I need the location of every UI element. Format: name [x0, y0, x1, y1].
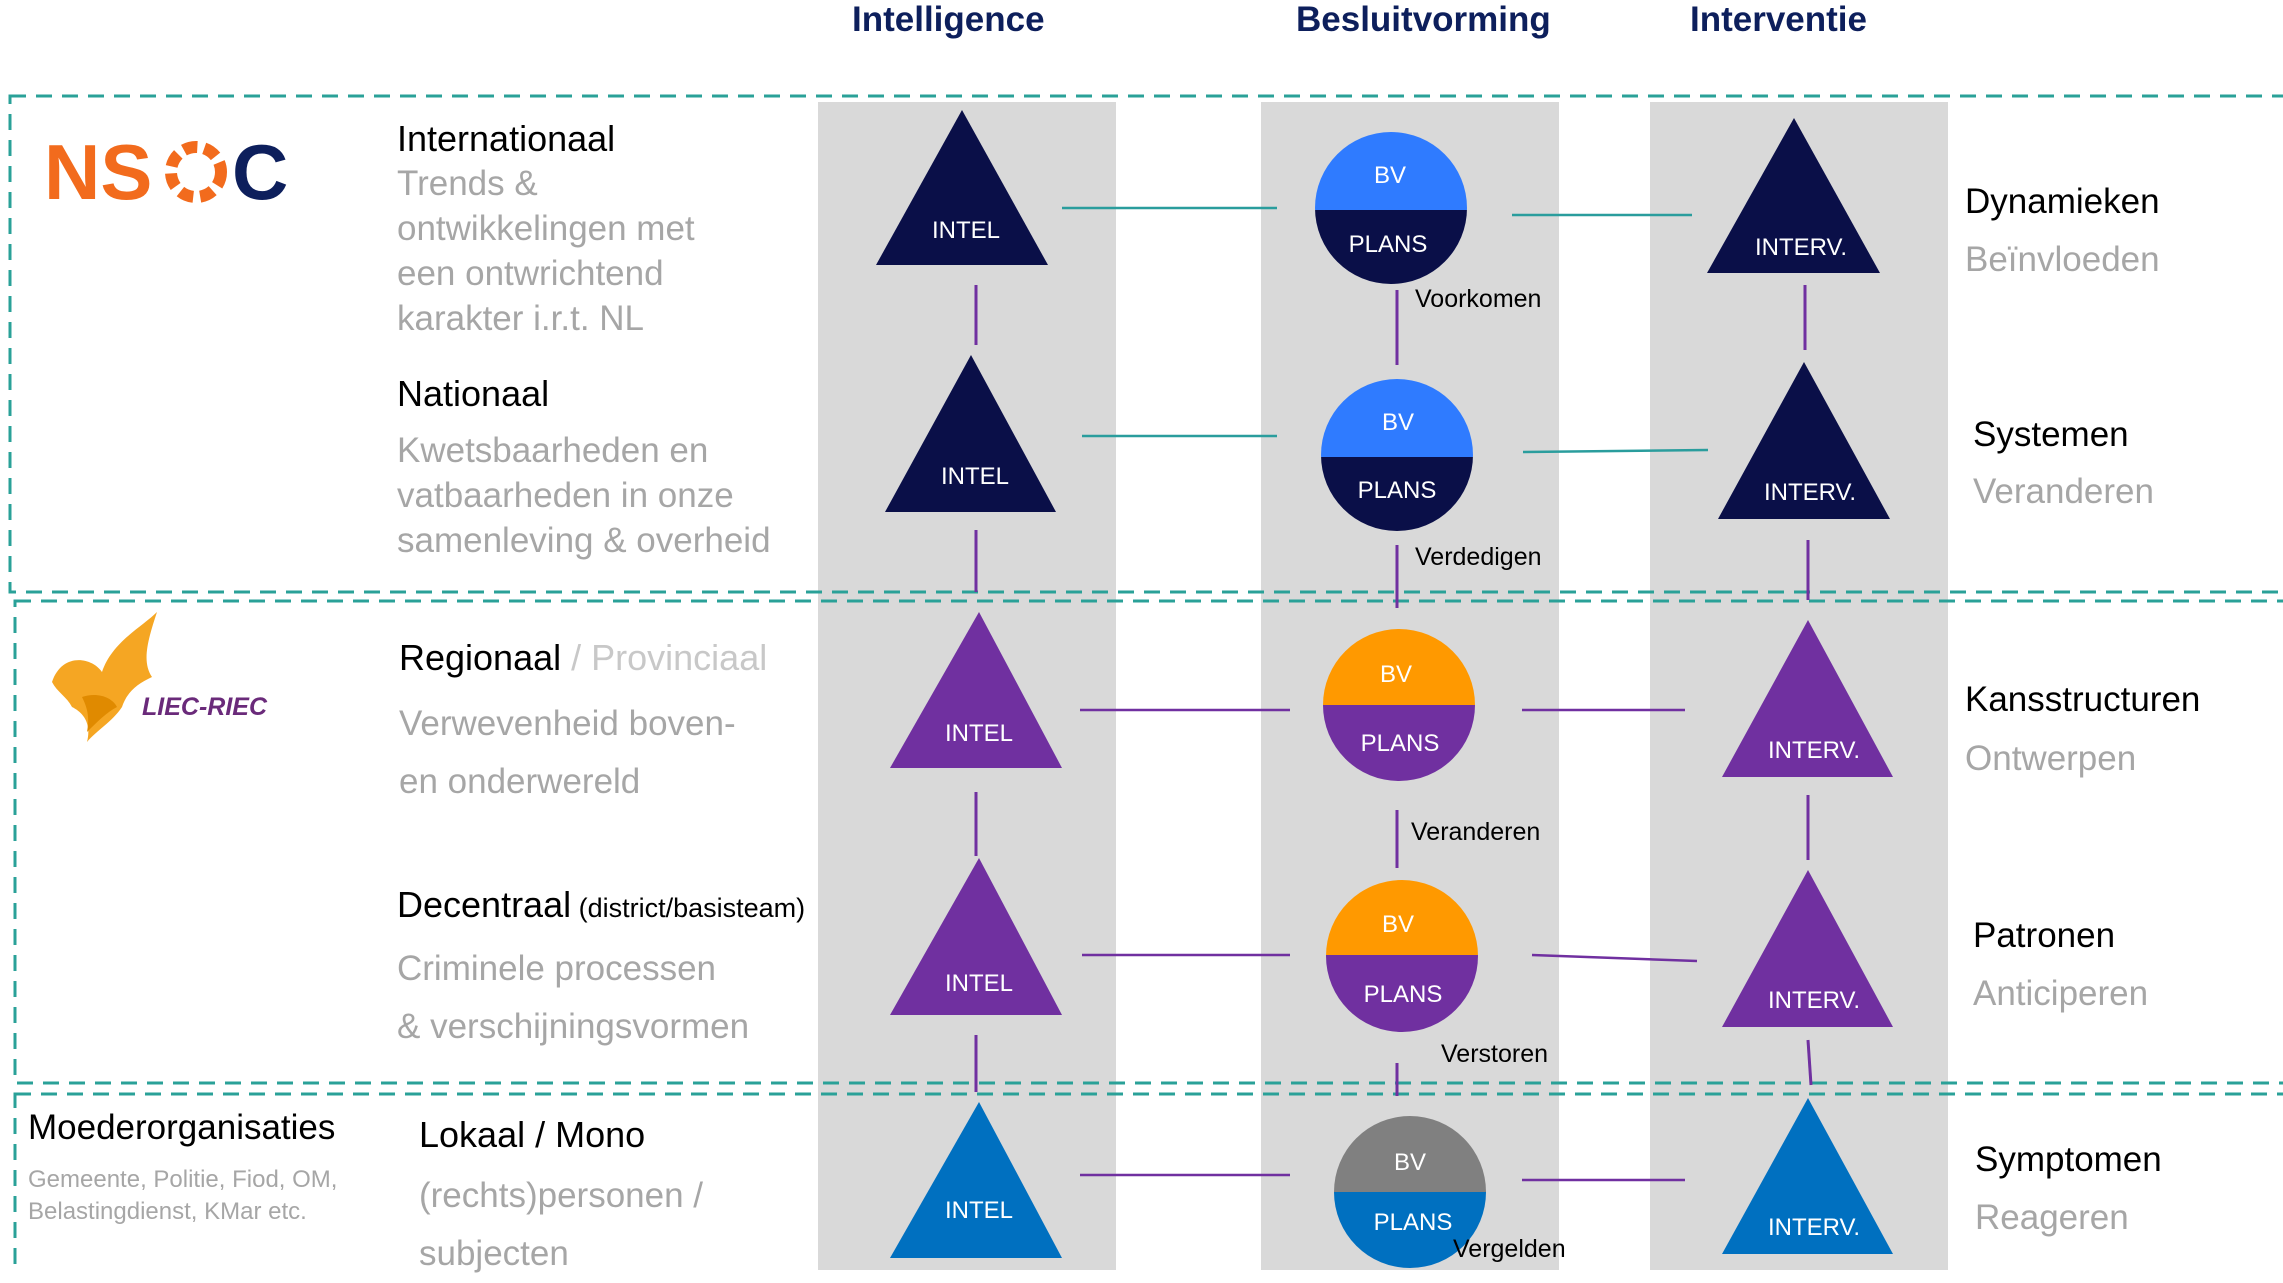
vertical-connectors: [974, 285, 1813, 1096]
level-title-internationaal: Internationaal: [397, 118, 616, 159]
outcome-title-patronen: Patronen: [1973, 916, 2116, 955]
intel-triangle-nationaal: [885, 355, 1056, 512]
plans-label: PLANS: [1364, 981, 1443, 1008]
intel-triangles: [876, 110, 1062, 1258]
level-title-decentraal-main: Decentraal: [397, 884, 572, 925]
outcome-sub-reageren: Reageren: [1975, 1198, 2129, 1237]
bv-plans-circle-nationaal: [1321, 379, 1473, 531]
level-title-regionaal-extra: / Provinciaal: [561, 637, 768, 678]
level-desc-moederorganisaties: Gemeente, Politie, Fiod, OM, Belastingdi…: [28, 1166, 338, 1225]
interv-triangle-decentraal: [1722, 870, 1893, 1027]
intel-label: INTEL: [945, 970, 1013, 997]
outcome-sub-anticiperen: Anticiperen: [1973, 974, 2149, 1013]
level-title-decentraal-extra: (district/basisteam): [571, 893, 806, 923]
interv-triangle-lokaal: [1722, 1098, 1893, 1254]
column-header-interventie: Interventie: [1690, 0, 1867, 39]
intel-label: INTEL: [941, 463, 1009, 490]
level-title-moederorganisaties: Moederorganisaties: [28, 1108, 336, 1147]
interv-label: INTERV.: [1764, 479, 1856, 506]
interv-triangle-internationaal: [1707, 118, 1880, 273]
level-desc-regionaal: Verwevenheid boven- en onderwereld: [399, 704, 736, 801]
interv-label: INTERV.: [1768, 1214, 1860, 1241]
plans-label: PLANS: [1349, 231, 1428, 258]
plans-label: PLANS: [1374, 1209, 1453, 1236]
eagle-icon: LIEC-RIEC: [52, 612, 268, 742]
svg-text:C: C: [232, 132, 288, 212]
bv-plans-circle-internationaal: [1315, 132, 1467, 284]
plans-label: PLANS: [1358, 477, 1437, 504]
nsoc-logo-graphic: NS C: [44, 128, 288, 216]
level-desc-internationaal: Trends & ontwikkelingen met een ontwrich…: [397, 164, 695, 338]
liec-riec-logo: LIEC-RIEC: [42, 612, 282, 752]
interv-labels: INTERV. INTERV. INTERV. INTERV. INTERV.: [1755, 234, 1860, 1241]
level-title-nationaal: Nationaal: [397, 373, 550, 414]
interv-triangles: [1707, 118, 1893, 1254]
bv-label: BV: [1380, 661, 1412, 688]
bv-label: BV: [1382, 911, 1414, 938]
outcome-title-dynamieken: Dynamieken: [1965, 182, 2160, 221]
svg-text:NS: NS: [44, 132, 152, 212]
interv-label: INTERV.: [1768, 987, 1860, 1014]
interv-triangle-regionaal: [1722, 620, 1893, 777]
verb-verstoren: Verstoren: [1441, 1040, 1549, 1068]
group-box-moeder: [13, 1092, 2283, 1270]
column-header-intelligence: Intelligence: [852, 0, 1045, 39]
intel-labels: INTEL INTEL INTEL INTEL INTEL: [932, 217, 1013, 1224]
column-header-besluitvorming: Besluitvorming: [1296, 0, 1551, 39]
group-box-liec-riec: [13, 599, 2283, 1085]
intel-triangle-internationaal: [876, 110, 1048, 265]
bv-plans-circle-decentraal: [1326, 880, 1478, 1032]
outcome-title-symptomen: Symptomen: [1975, 1140, 2162, 1179]
outcome-title-systemen: Systemen: [1973, 415, 2129, 454]
verb-verdedigen: Verdedigen: [1415, 543, 1542, 571]
level-title-regionaal: Regionaal / Provinciaal: [399, 637, 767, 679]
level-title-regionaal-main: Regionaal: [399, 637, 562, 678]
nsoc-logo: NS C: [44, 128, 294, 216]
level-desc-lokaal: (rechts)personen / subjecten: [419, 1176, 704, 1273]
interv-label: INTERV.: [1755, 234, 1847, 261]
intel-triangle-lokaal: [890, 1102, 1062, 1258]
level-desc-nationaal: Kwetsbaarheden en vatbaarheden in onze s…: [397, 431, 771, 560]
level-desc-decentraal: Criminele processen & verschijningsvorme…: [397, 949, 750, 1046]
group-box-nsoc: [8, 94, 2283, 594]
bv-label: BV: [1394, 1149, 1426, 1176]
verb-voorkomen: Voorkomen: [1415, 285, 1542, 313]
horizontal-connectors: [1062, 206, 1709, 1182]
bv-plans-circle-regionaal: [1323, 629, 1475, 781]
outcome-sub-ontwerpen: Ontwerpen: [1965, 739, 2137, 778]
intel-label: INTEL: [932, 217, 1000, 244]
intel-triangle-regionaal: [890, 612, 1062, 768]
outcome-title-kansstructuren: Kansstructuren: [1965, 680, 2201, 719]
plans-label: PLANS: [1361, 730, 1440, 757]
intel-label: INTEL: [945, 1197, 1013, 1224]
outcome-sub-veranderen: Veranderen: [1973, 472, 2154, 511]
intel-triangle-decentraal: [890, 858, 1062, 1015]
bv-label: BV: [1382, 409, 1414, 436]
level-title-decentraal: Decentraal (district/basisteam): [397, 884, 805, 926]
interv-triangle-nationaal: [1718, 362, 1890, 519]
interv-label: INTERV.: [1768, 737, 1860, 764]
level-title-lokaal: Lokaal / Mono: [419, 1114, 646, 1155]
outcome-sub-beinvloeden: Beïnvloeden: [1965, 240, 2160, 279]
bv-label: BV: [1374, 162, 1406, 189]
intel-label: INTEL: [945, 720, 1013, 747]
verb-vergelden: Vergelden: [1453, 1235, 1566, 1263]
svg-text:LIEC-RIEC: LIEC-RIEC: [142, 693, 268, 721]
verb-veranderen: Veranderen: [1411, 818, 1541, 846]
bv-labels: BV PLANS BV PLANS BV PLANS BV PLANS BV P…: [1349, 162, 1453, 1236]
